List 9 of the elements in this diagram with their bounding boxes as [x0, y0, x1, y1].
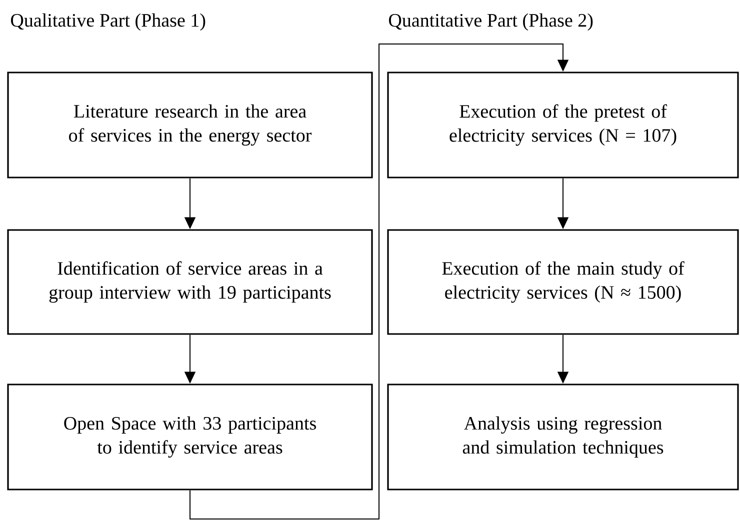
process-box: Execution of the main study of electricity services (N ≈ 1500): [387, 229, 739, 335]
process-box: Identification of service areas in a group interview with 19 participants: [7, 229, 373, 335]
process-box: Execution of the pretest of electricity services (N = 107): [387, 72, 739, 178]
process-box: Analysis using regression and simulation techniques: [387, 384, 739, 490]
process-box: Literature research in the area of services in the energy sector: [7, 72, 373, 178]
column-heading: Qualitative Part (Phase 1): [11, 13, 206, 31]
arrow: [190, 44, 569, 520]
column-heading: Quantitative Part (Phase 2): [388, 13, 593, 31]
process-box: Open Space with 33 participants to identify service areas: [7, 384, 373, 490]
